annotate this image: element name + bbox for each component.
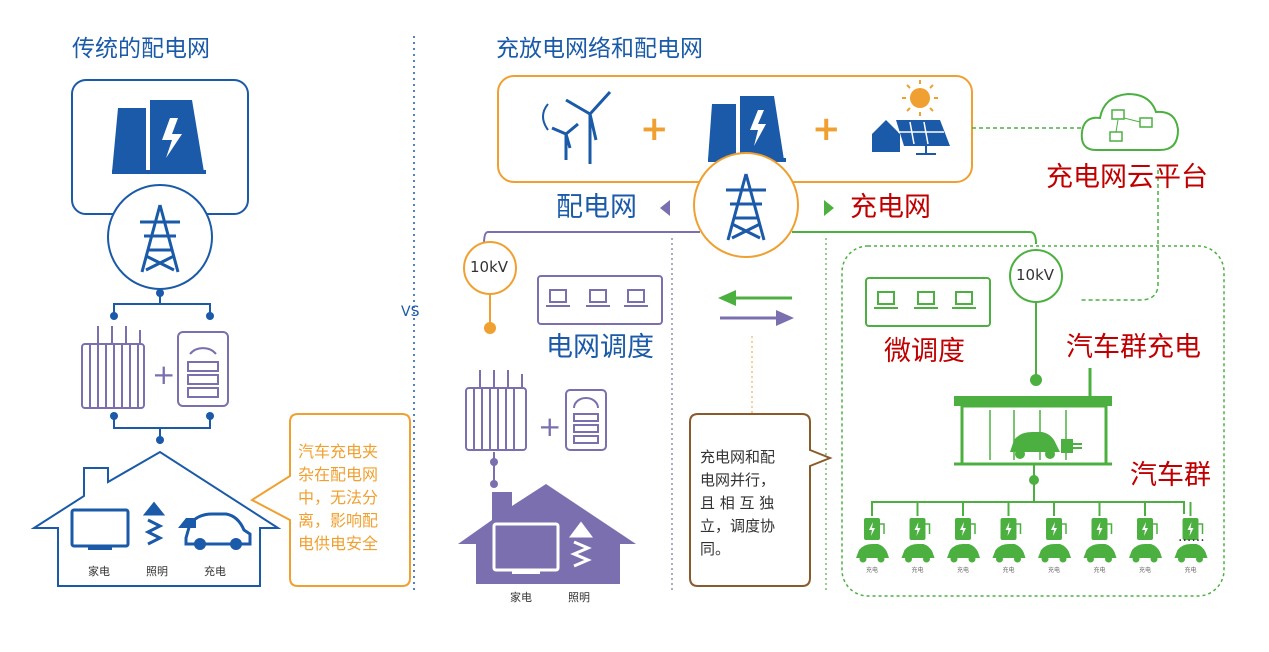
- voltage-node-left: [484, 322, 496, 334]
- charger-car-icon: 充电: [856, 502, 889, 574]
- transmission-tower-icon-right: [726, 173, 766, 241]
- charger-car-icon: 充电: [1083, 502, 1117, 574]
- more-chargers-ellipsis: ......: [1178, 529, 1205, 545]
- charger-car-icon: 充电: [947, 502, 980, 574]
- right-title: 充放电网络和配电网: [496, 36, 703, 62]
- charger-car-icon: 充电: [901, 502, 935, 574]
- node-left-6: [156, 436, 164, 444]
- link-left-merge: [113, 416, 211, 429]
- charging-grid-label: 充电网: [850, 192, 931, 223]
- callout-middle-line-5: 同。: [700, 540, 731, 558]
- lamp-icon-left: [142, 501, 166, 546]
- callout-middle-bubble: [689, 413, 833, 587]
- charger-label: 充电: [1093, 566, 1105, 574]
- grid-dispatch-label: 电网调度: [546, 332, 654, 363]
- appliance-label-left-2: 照明: [146, 565, 168, 578]
- callout-left-bubble: [250, 413, 411, 587]
- lamp-icon-right: [569, 521, 593, 568]
- callout-left-line-1: 汽车充电夹: [298, 442, 379, 461]
- plus-sign-right: +: [538, 410, 561, 443]
- callout-left-line-2: 杂在配电网: [298, 465, 379, 484]
- callout-left-line-5: 电供电安全: [298, 534, 379, 553]
- charging-station-icon: [954, 368, 1112, 466]
- distribution-grid-label: 配电网: [556, 192, 637, 223]
- charger-car-icon: 充电: [1038, 502, 1071, 574]
- charger-label: 充电: [1048, 566, 1060, 574]
- charging-area-frame: [841, 245, 1225, 597]
- wind-turbine-icon: [542, 90, 612, 164]
- micro-dispatch-computers: [874, 291, 976, 309]
- power-plant-icon: [112, 100, 206, 174]
- callout-middle-line-3: 且 相 互 独: [700, 494, 775, 512]
- tv-icon-right: [492, 522, 560, 574]
- charger-label: 充电: [911, 566, 923, 574]
- plus-sign-2: +: [812, 109, 841, 149]
- charger-bus-line: [871, 501, 1185, 516]
- meter-icon-right: [565, 389, 607, 451]
- appliance-label-right-2: 照明: [568, 591, 590, 604]
- grid-dispatch-computers: [546, 289, 648, 307]
- callout-middle-line-2: 电网并行，: [700, 471, 776, 489]
- node-left-4: [110, 412, 118, 420]
- cloud-icon: [1080, 92, 1180, 151]
- callout-left-line-4: 离，影响配: [298, 511, 379, 530]
- purple-branch-line: [483, 231, 700, 245]
- appliance-label-left-3: 充电: [204, 565, 226, 578]
- voltage-node-right: [1030, 374, 1042, 386]
- transformer-icon-left: [81, 326, 145, 409]
- green-branch-line: [792, 231, 1037, 245]
- transmission-tower-icon-left: [140, 204, 180, 273]
- transformer-icon-right: [465, 370, 527, 451]
- node-left-2: [110, 312, 118, 320]
- charger-label: 充电: [1184, 566, 1196, 574]
- charger-label: 充电: [866, 566, 878, 574]
- callout-middle-line-4: 立，调度协: [700, 517, 776, 535]
- plus-sign-left: +: [152, 358, 175, 391]
- appliance-label-right-1: 家电: [510, 591, 532, 604]
- node-left-5: [206, 412, 214, 420]
- micro-dispatch-box: [865, 277, 991, 327]
- left-title: 传统的配电网: [72, 36, 210, 62]
- house-solid-right: [458, 484, 636, 584]
- solar-home-icon: [872, 80, 950, 155]
- callout-middle-text: 充电网和配 电网并行， 且 相 互 独 立，调度协 同。: [700, 446, 775, 561]
- cloud-platform-label: 充电网云平台: [1046, 162, 1208, 193]
- link-left-split: [113, 303, 211, 316]
- plus-sign-1: +: [640, 109, 669, 149]
- node-left-3: [206, 312, 214, 320]
- vs-label: VS: [401, 304, 420, 320]
- vehicle-charging-label: 汽车群充电: [1066, 332, 1201, 363]
- arrow-right-marker: [824, 200, 834, 216]
- dashed-cloud-down: [1080, 170, 1159, 301]
- voltage-label-left: 10kV: [470, 258, 509, 276]
- node-left-1: [156, 289, 164, 297]
- callout-middle-line-1: 充电网和配: [700, 448, 776, 466]
- vehicle-group-label: 汽车群: [1130, 460, 1211, 491]
- micro-dispatch-label: 微调度: [884, 336, 965, 367]
- charger-row: 充电 充电 充电 充电 充电 充电 充电 充电: [856, 502, 1208, 574]
- voltage-label-right: 10kV: [1016, 266, 1055, 284]
- appliance-label-left-1: 家电: [88, 565, 110, 578]
- charger-label: 充电: [1139, 566, 1151, 574]
- charger-label: 充电: [957, 566, 969, 574]
- exchange-arrows: [718, 290, 794, 326]
- charger-car-icon: 充电: [1174, 502, 1208, 574]
- callout-left-text: 汽车充电夹 杂在配电网 中，无法分 离，影响配 电供电安全: [298, 440, 378, 555]
- tv-icon-left: [70, 508, 130, 550]
- arrow-left-marker: [660, 200, 670, 216]
- grid-dispatch-box: [537, 275, 663, 325]
- car-icon-left: [178, 512, 252, 550]
- purple-house-node-1: [490, 458, 498, 466]
- charger-car-icon: 充电: [1129, 502, 1162, 574]
- house-outline-left: [30, 450, 282, 587]
- station-node: [1029, 475, 1039, 485]
- purple-house-node-2: [490, 480, 498, 488]
- meter-icon-left: [177, 331, 229, 407]
- charger-label: 充电: [1002, 566, 1014, 574]
- charger-car-icon: 充电: [992, 502, 1026, 574]
- callout-left-line-3: 中，无法分: [298, 488, 379, 507]
